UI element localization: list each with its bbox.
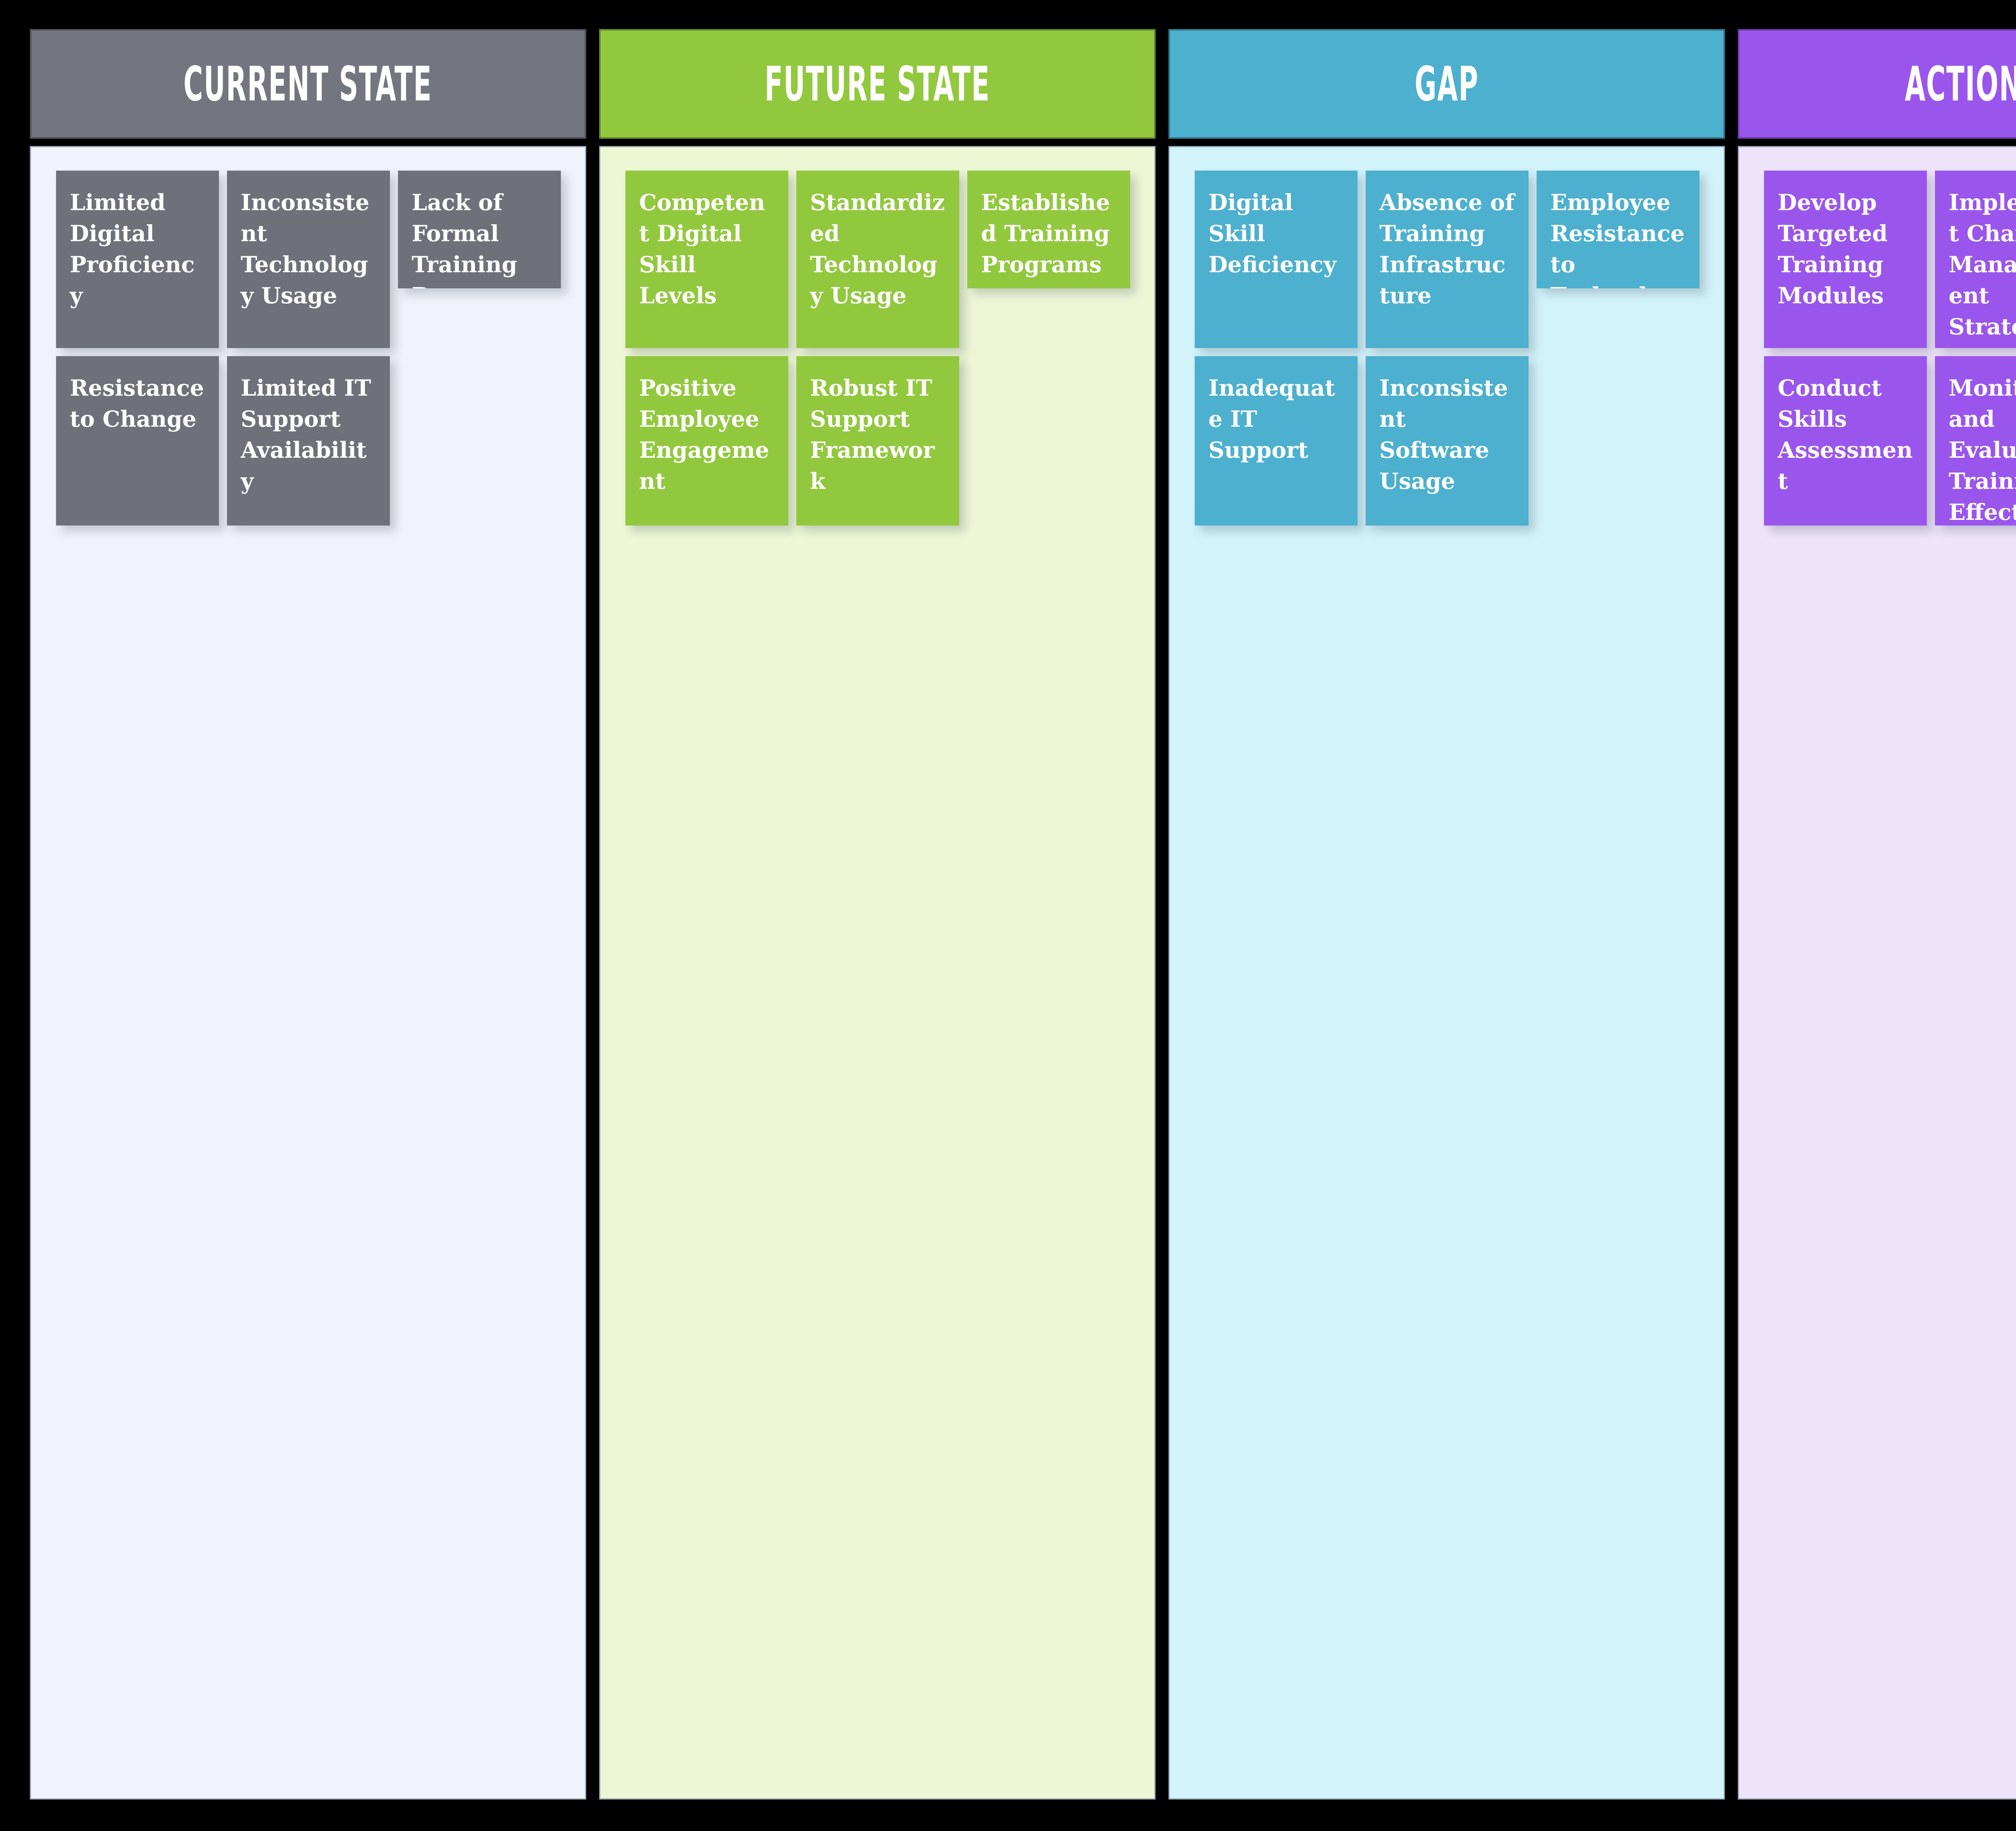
sticky-note-card[interactable]: Lack of Formal Training Programs (398, 171, 561, 288)
sticky-note-card[interactable]: Positive Employee Engagement (625, 356, 788, 526)
column-future-state: FUTURE STATE Competent Digital Skill Leve… (599, 29, 1156, 1800)
column-body-action-items: Develop Targeted Training ModulesImpleme… (1738, 146, 2016, 1800)
column-header-title: ACTION ITEMS (1904, 56, 2016, 112)
sticky-note-card[interactable]: Monitor and Evaluate Training Effectiven… (1935, 356, 2016, 526)
column-action-items: ACTION ITEMS Develop Targeted Training Mo… (1738, 29, 2016, 1800)
sticky-note-card[interactable]: Conduct Skills Assessment (1764, 356, 1927, 526)
sticky-note-card[interactable]: Inconsistent Technology Usage (227, 171, 390, 348)
sticky-note-card[interactable]: Competent Digital Skill Levels (625, 171, 788, 348)
column-header-future-state[interactable]: FUTURE STATE (599, 29, 1156, 139)
sticky-note-card[interactable]: Employee Resistance to Technology (1537, 171, 1699, 288)
column-header-current-state[interactable]: CURRENT STATE (30, 29, 586, 139)
column-header-title: CURRENT STATE (183, 56, 433, 112)
sticky-note-card[interactable]: Limited Digital Proficiency (56, 171, 219, 348)
column-header-gap[interactable]: GAP (1168, 29, 1725, 139)
card-list-action-items: Develop Targeted Training ModulesImpleme… (1764, 171, 2016, 526)
sticky-note-card[interactable]: Limited IT Support Availability (227, 356, 390, 526)
column-header-action-items[interactable]: ACTION ITEMS (1738, 29, 2016, 139)
sticky-note-card[interactable]: Absence of Training Infrastructure (1366, 171, 1529, 348)
sticky-note-card[interactable]: Develop Targeted Training Modules (1764, 171, 1927, 348)
sticky-note-card[interactable]: Inadequate IT Support (1195, 356, 1358, 526)
sticky-note-card[interactable]: Established Training Programs (967, 171, 1130, 288)
sticky-note-card[interactable]: Standardized Technology Usage (796, 171, 959, 348)
column-header-title: GAP (1414, 56, 1479, 112)
column-current-state: CURRENT STATE Limited Digital Proficiency… (30, 29, 586, 1800)
sticky-note-card[interactable]: Resistance to Change (56, 356, 219, 526)
sticky-note-card[interactable]: Implement Change Management Strategies (1935, 171, 2016, 348)
sticky-note-card[interactable]: Inconsistent Software Usage (1366, 356, 1529, 526)
column-header-title: FUTURE STATE (764, 56, 990, 112)
sticky-note-card[interactable]: Robust IT Support Framework (796, 356, 959, 526)
sticky-note-card[interactable]: Digital Skill Deficiency (1195, 171, 1358, 348)
